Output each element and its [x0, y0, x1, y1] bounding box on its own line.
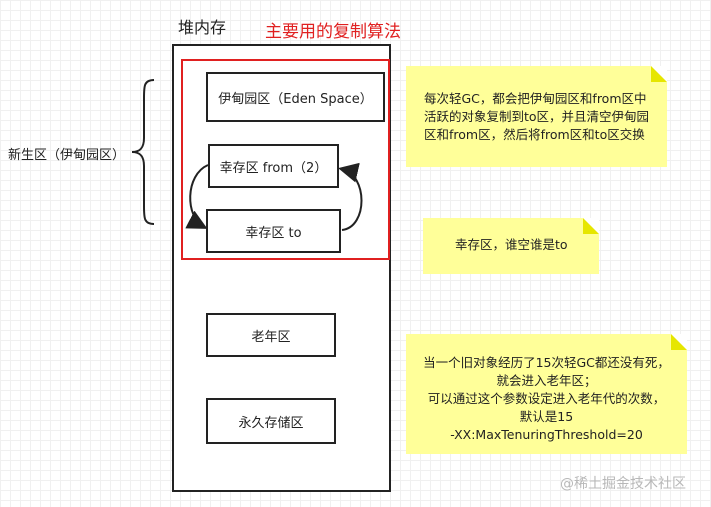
gc-note-line-1: 每次轻GC，都会把伊甸园区和from区中: [424, 91, 647, 106]
heap-title: 堆内存: [178, 18, 227, 37]
old-gen-label: 老年区: [251, 329, 291, 345]
gc-note-line-3: 区和from区，然后将from区和to区交换: [424, 127, 645, 142]
gc-note-line-2: 活跃的对象复制到to区，并且清空伊甸园: [424, 109, 650, 124]
arrow-to-to-from: [338, 162, 363, 231]
perm-gen-label: 永久存储区: [238, 415, 304, 431]
young-gen-frame: [181, 59, 390, 260]
survivor-from-label: 幸存区 from（2）: [219, 160, 328, 176]
gc-note: 每次轻GC，都会把伊甸园区和from区中 活跃的对象复制到to区，并且清空伊甸园…: [406, 66, 667, 167]
survivor-from-box: 幸存区 from（2）: [208, 144, 339, 188]
young-gen-label: 新生区（伊甸园区）: [8, 148, 126, 163]
old-note-line-5: -XX:MaxTenuringThreshold=20: [450, 427, 643, 442]
arrow-from-to-to: [185, 164, 209, 229]
young-gen-brace: [131, 79, 155, 225]
old-note-line-3: 可以通过这个参数设定进入老年代的次数，: [427, 391, 666, 406]
survivor-to-box: 幸存区 to: [206, 209, 341, 253]
watermark: @稀土掘金技术社区: [560, 476, 686, 492]
survivor-to-label: 幸存区 to: [245, 225, 302, 241]
swap-arrows: [185, 162, 363, 231]
eden-space-label: 伊甸园区（Eden Space）: [218, 91, 373, 107]
old-note-line-2: 就会进入老年区；: [496, 373, 597, 388]
old-gen-box: 老年区: [206, 313, 336, 357]
old-gen-note: 当一个旧对象经历了15次轻GC都还没有死， 就会进入老年区； 可以通过这个参数设…: [406, 334, 687, 454]
survivor-note: 幸存区，谁空谁是to: [423, 218, 599, 274]
algorithm-title: 主要用的复制算法: [265, 22, 401, 42]
old-note-line-1: 当一个旧对象经历了15次轻GC都还没有死，: [423, 355, 670, 370]
survivor-note-text: 幸存区，谁空谁是to: [455, 237, 568, 252]
old-note-line-4: 默认是15: [519, 409, 574, 424]
eden-space-box: 伊甸园区（Eden Space）: [206, 72, 385, 122]
perm-gen-box: 永久存储区: [206, 398, 336, 444]
